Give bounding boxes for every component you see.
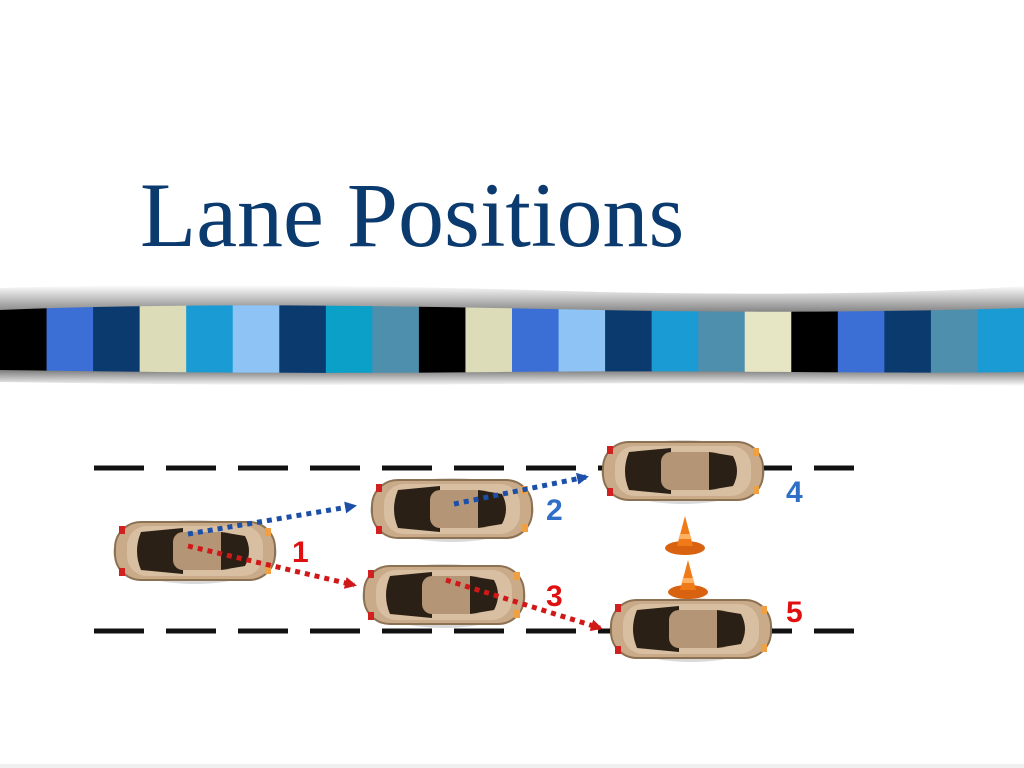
banner-stripe xyxy=(558,305,606,373)
banner-stripes xyxy=(0,305,1024,373)
slide-title: Lane Positions xyxy=(140,164,685,266)
car-start xyxy=(112,519,278,585)
banner-stripe xyxy=(139,305,187,373)
lane-label-3: 3 xyxy=(546,580,563,613)
banner-stripe xyxy=(837,305,885,373)
banner-stripe xyxy=(791,305,839,373)
car-position-2 xyxy=(369,477,535,543)
banner-stripe xyxy=(279,305,327,373)
banner-stripe xyxy=(186,305,234,373)
banner-stripe xyxy=(465,305,513,373)
car-position-5 xyxy=(608,597,774,663)
car-position-3 xyxy=(361,563,527,629)
striped-banner xyxy=(0,285,1024,386)
lane-label-5: 5 xyxy=(786,596,803,629)
banner-stripe xyxy=(884,305,932,373)
banner-stripe xyxy=(605,305,653,373)
banner-stripe xyxy=(977,305,1024,373)
banner-stripe xyxy=(93,305,141,373)
banner-stripe xyxy=(418,305,467,373)
banner-stripe xyxy=(325,305,373,373)
traffic-cone-icon xyxy=(668,560,708,599)
traffic-cone-icon xyxy=(665,516,705,555)
lane-label-1: 1 xyxy=(292,536,309,569)
banner-stripe xyxy=(232,305,280,373)
arrow-to-position-3 xyxy=(187,543,357,589)
banner-stripe xyxy=(372,305,420,373)
banner-stripe xyxy=(0,305,48,373)
banner-stripe xyxy=(651,305,699,373)
banner-stripe xyxy=(46,305,94,373)
banner-stripe xyxy=(512,305,560,373)
banner-stripe xyxy=(744,305,792,373)
footer-divider xyxy=(0,764,1024,768)
banner-stripe xyxy=(698,305,746,373)
arrow-to-position-5 xyxy=(445,577,603,632)
lane-diagram: 1 2 3 4 5 xyxy=(94,439,854,663)
car-position-4 xyxy=(600,439,766,505)
arrow-to-position-4 xyxy=(453,472,589,507)
arrow-to-position-2 xyxy=(187,501,357,537)
banner-stripe xyxy=(930,305,979,373)
lane-label-2: 2 xyxy=(546,494,563,527)
lane-label-4: 4 xyxy=(786,476,803,509)
